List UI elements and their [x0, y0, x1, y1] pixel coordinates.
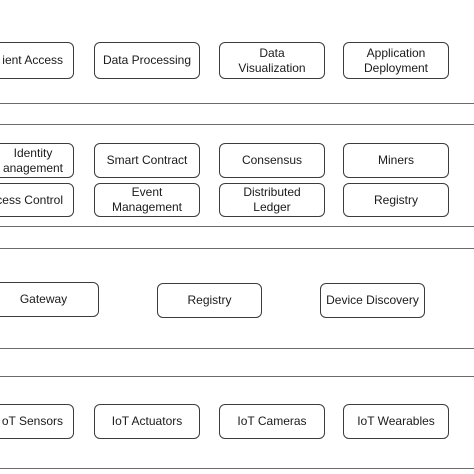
miners-label: Miners: [377, 153, 414, 167]
miners-box: Miners: [343, 143, 449, 178]
smart-contract-box: Smart Contract: [94, 143, 200, 178]
layer-separator: [0, 103, 474, 104]
iot-wearables-label: IoT Wearables: [357, 414, 435, 428]
gateway-box: Gateway: [0, 282, 99, 317]
layer-separator: [0, 226, 474, 227]
iot-cameras-box: IoT Cameras: [219, 404, 325, 439]
access-control-label: cess Control: [0, 192, 63, 207]
layer-separator: [0, 248, 474, 249]
layer-separator: [0, 348, 474, 349]
identity-management-label: Identity anagement: [2, 145, 63, 175]
registry-network-label: Registry: [187, 293, 232, 307]
event-management-box: Event Management: [94, 183, 200, 217]
distributed-ledger-box: Distributed Ledger: [219, 183, 325, 217]
registry-blockchain-box: Registry: [343, 183, 449, 217]
data-visualization-label: Data Visualization: [238, 45, 306, 75]
layer-separator: [0, 468, 474, 469]
layer-separator: [0, 376, 474, 377]
gateway-label: Gateway: [19, 292, 68, 306]
application-deployment-label: Application Deployment: [363, 45, 429, 75]
smart-contract-label: Smart Contract: [106, 153, 188, 167]
client-access-box: ient Access: [0, 42, 74, 79]
iot-actuators-box: IoT Actuators: [94, 404, 200, 439]
data-processing-label: Data Processing: [102, 53, 192, 67]
identity-management-box: Identity anagement: [0, 143, 74, 178]
client-access-label: ient Access: [2, 53, 63, 67]
consensus-box: Consensus: [219, 143, 325, 178]
data-visualization-box: Data Visualization: [219, 42, 325, 79]
layer-separator: [0, 124, 474, 125]
iot-wearables-box: IoT Wearables: [343, 404, 449, 439]
device-discovery-box: Device Discovery: [320, 283, 425, 318]
consensus-label: Consensus: [241, 153, 303, 167]
iot-actuators-label: IoT Actuators: [111, 414, 183, 428]
distributed-ledger-label: Distributed Ledger: [243, 185, 301, 214]
iot-sensors-box: oT Sensors: [0, 404, 74, 439]
iot-cameras-label: IoT Cameras: [237, 414, 307, 428]
registry-network-box: Registry: [157, 283, 262, 318]
registry-blockchain-label: Registry: [373, 192, 418, 207]
data-processing-box: Data Processing: [94, 42, 200, 79]
iot-sensors-label: oT Sensors: [1, 414, 63, 428]
application-deployment-box: Application Deployment: [343, 42, 449, 79]
event-management-label: Event Management: [111, 185, 183, 214]
access-control-box: cess Control: [0, 183, 74, 217]
device-discovery-label: Device Discovery: [326, 293, 419, 307]
